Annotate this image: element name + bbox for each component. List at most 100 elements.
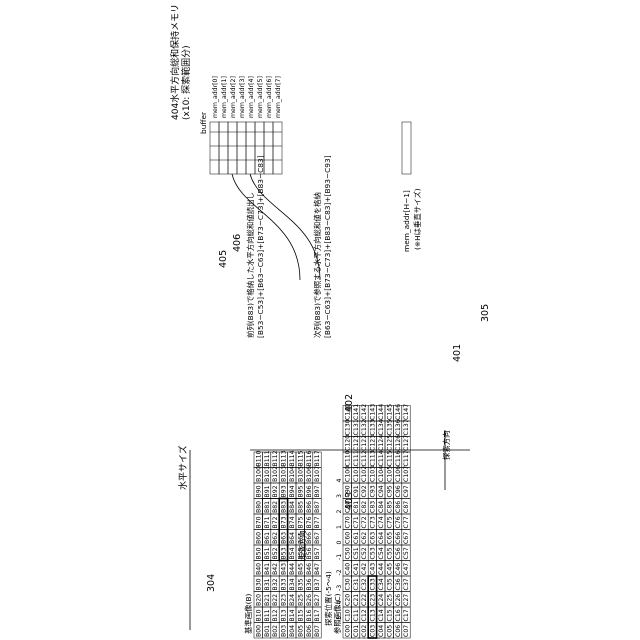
b-cell-label: B62	[272, 532, 279, 544]
c-cell-label: C127	[403, 435, 410, 451]
c-cell-label: C137	[403, 419, 410, 435]
b-cell-label: B43	[281, 563, 288, 575]
c-cell-label: C02	[361, 625, 368, 637]
mem-buffer-cell	[210, 122, 219, 174]
c-cell-label: C21	[353, 594, 360, 606]
c-cell-label: C60	[344, 532, 351, 544]
c-cell-label: C64	[378, 532, 385, 544]
c-cell-label: C35	[386, 578, 393, 590]
c-cell-label: C100	[344, 466, 351, 482]
b-cell-label: B06	[306, 625, 313, 637]
b-cell-label: B76	[306, 516, 313, 528]
c-cell-label: C104	[378, 466, 385, 482]
c-cell-label: C31	[353, 578, 360, 590]
c-cell-label: C04	[378, 625, 385, 637]
ref-305: 305	[480, 304, 491, 322]
b-cell-label: B12	[272, 609, 279, 621]
c-cell-label: C74	[378, 516, 385, 528]
c-cell-label: C110	[344, 450, 351, 466]
c-cell-label: C17	[403, 609, 410, 621]
c-cell-label: C37	[403, 578, 410, 590]
c-cell-label: C54	[378, 547, 385, 559]
c-cell-label: C125	[386, 435, 393, 451]
c-cell-label: C142	[361, 404, 368, 420]
b-cell-label: B114	[289, 450, 296, 466]
horizontal-size-label: 水平サイズ	[177, 445, 189, 490]
b-cell-label: B22	[272, 594, 279, 606]
b-cell-label: B30	[255, 578, 262, 590]
memory-block: mem_addr[0]mem_addr[1]mem_addr[2]mem_add…	[210, 76, 411, 174]
b-cell-label: B92	[272, 485, 279, 497]
c-cell-label: C44	[378, 563, 385, 575]
store-formula: [B63−C63]+[B73−C73]+[B83−C83]+[B93−C93]	[323, 155, 332, 338]
b-cell-label: B97	[314, 485, 321, 497]
c-cell-label: C26	[395, 594, 402, 606]
b-cell-label: B87	[314, 501, 321, 513]
b-cell-label: B46	[306, 563, 313, 575]
b-cell-label: B105	[297, 466, 304, 482]
c-cell-label: C06	[395, 625, 402, 637]
c-cell-label: C115	[386, 450, 393, 466]
c-cell-label: C117	[403, 450, 410, 466]
b-cell-label: B75	[297, 516, 304, 528]
c-cell-label: C36	[395, 578, 402, 590]
b-cell-label: B117	[314, 450, 321, 466]
b-cell-label: B86	[306, 501, 313, 513]
c-cell-label: C76	[395, 516, 402, 528]
c-cell-label: C63	[370, 532, 377, 544]
c-cell-label: C132	[361, 419, 368, 435]
b-cell-label: B93	[281, 485, 288, 497]
c-cell-label: C25	[386, 594, 393, 606]
offset-label: 4	[336, 479, 343, 483]
offset-label: -2	[336, 569, 343, 575]
search-direction-label: 探索方向	[442, 430, 451, 460]
b-cell-label: B103	[281, 466, 288, 482]
c-cell-label: C53	[370, 547, 377, 559]
b-cell-label: B82	[272, 501, 279, 513]
b-cell-label: B85	[297, 501, 304, 513]
c-cell-label: C22	[361, 594, 368, 606]
b-cell-label: B54	[289, 547, 296, 559]
mem-addr-label: mem_addr[4]	[248, 76, 255, 118]
b-cell-label: B17	[314, 609, 321, 621]
c-cell-label: C05	[386, 625, 393, 637]
b-cell-label: B05	[297, 625, 304, 637]
mem-buffer-cell	[246, 122, 255, 174]
c-cell-label: C72	[361, 516, 368, 528]
readout-formula: [B53−C53]+[B63−C63]+[B73−C73]+[B83−C83]	[256, 155, 265, 338]
c-cell-label: C146	[395, 404, 402, 420]
c-cell-label: C61	[353, 532, 360, 544]
c-cell-label: C105	[386, 466, 393, 482]
b-cell-label: B04	[289, 625, 296, 637]
offset-label: 3	[336, 494, 343, 498]
c-cell-label: C120	[344, 435, 351, 451]
b-cell-label: B11	[264, 609, 271, 621]
c-cell-label: C87	[403, 501, 410, 513]
buffer-label: buffer	[199, 111, 208, 134]
search-image-label: 参照画像(C)	[333, 593, 342, 634]
c-cell-label: C15	[386, 609, 393, 621]
c-cell-label: C134	[378, 419, 385, 435]
mem-addr-label: mem_addr[6]	[266, 76, 273, 118]
mem-buffer-cell	[273, 122, 282, 174]
c-cell-label: C133	[370, 419, 377, 435]
c-cell-label: C75	[386, 516, 393, 528]
c-cell-label: C131	[353, 419, 360, 435]
c-cell-label: C86	[395, 501, 402, 513]
c-cell-label: C92	[361, 485, 368, 497]
mem-buffer-last-cell	[402, 122, 411, 174]
c-cell-label: C51	[353, 547, 360, 559]
b-cell-label: B60	[255, 532, 262, 544]
b-cell-label: B36	[306, 578, 313, 590]
b-cell-label: B100	[255, 466, 262, 482]
b-cell-label: B14	[289, 609, 296, 621]
c-cell-label: C94	[378, 485, 385, 497]
c-cell-label: C41	[353, 563, 360, 575]
b-cell-label: B42	[272, 563, 279, 575]
mem-buffer-cell	[264, 122, 273, 174]
c-cell-label: C52	[361, 547, 368, 559]
ref-406: 406	[232, 234, 243, 252]
b-cell-label: B35	[297, 578, 304, 590]
c-cell-label: C66	[395, 532, 402, 544]
